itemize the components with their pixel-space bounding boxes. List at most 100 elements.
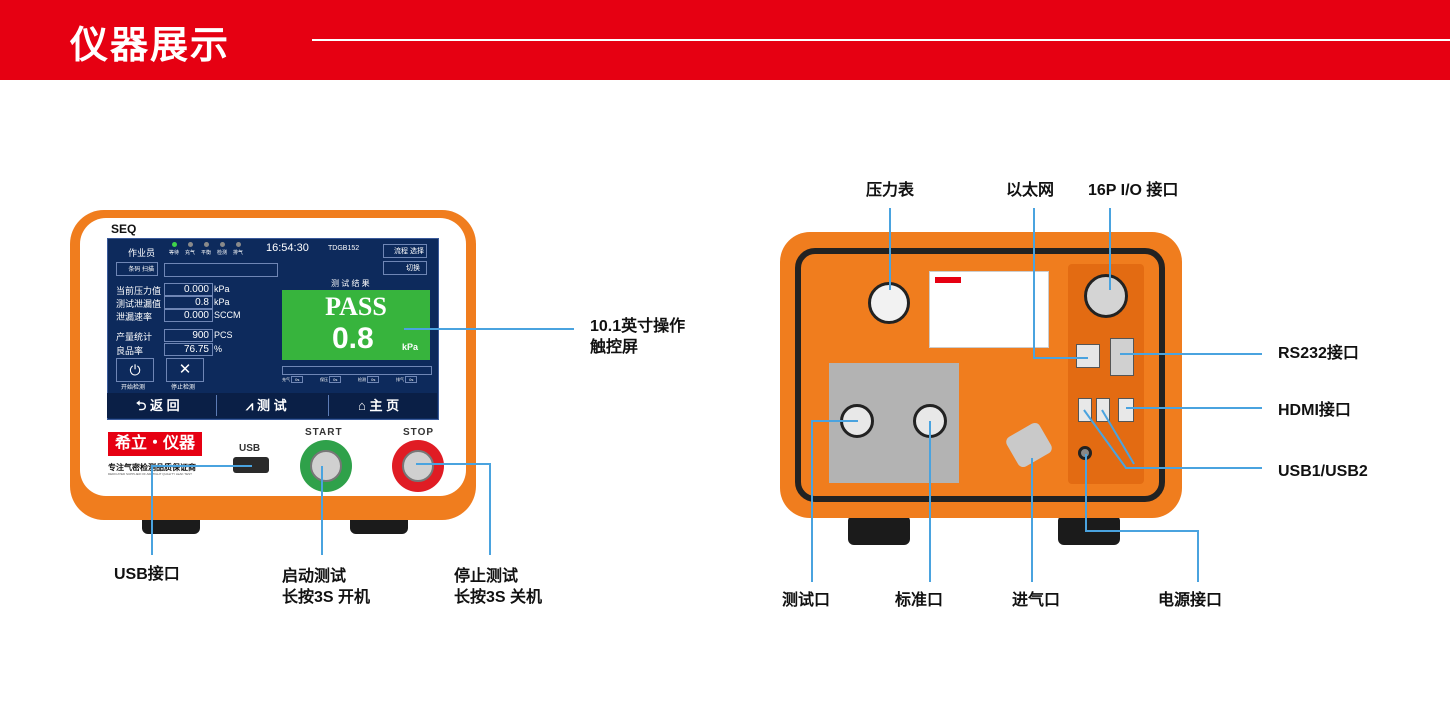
timer-label: 保压 bbox=[320, 377, 330, 382]
status-label: 检测 bbox=[216, 250, 227, 256]
reading-value-leak: 0.8 bbox=[164, 296, 213, 309]
io16-connector[interactable] bbox=[1084, 274, 1128, 318]
operator-label: 作业员 bbox=[128, 248, 156, 258]
label-ethernet: 以太网 bbox=[1006, 182, 1055, 199]
callout-line-usb bbox=[151, 465, 252, 555]
stop-button-cap[interactable] bbox=[402, 450, 434, 482]
result-status: PASS bbox=[325, 292, 387, 321]
ethernet-port[interactable] bbox=[1076, 344, 1100, 368]
callout-line-power bbox=[1085, 454, 1199, 582]
result-panel bbox=[282, 290, 430, 360]
label-hdmi: HDMI接口 bbox=[1278, 402, 1351, 419]
reading-label-rate: 泄漏速率 bbox=[116, 312, 153, 322]
status-indicator: 平衡 bbox=[198, 242, 214, 256]
nav-test-label: 测 试 bbox=[256, 398, 287, 413]
power-icon: ⏻ bbox=[129, 362, 141, 378]
start-test-screen-label: 开始检测 bbox=[121, 385, 146, 391]
header-rule bbox=[312, 39, 1450, 41]
hdmi-port[interactable] bbox=[1118, 398, 1134, 422]
status-dot-icon bbox=[235, 242, 241, 247]
callout-line-usb1 bbox=[1083, 409, 1262, 469]
stat-value-yield: 76.75 bbox=[164, 343, 213, 356]
nav-home[interactable]: ⌂ 主 页 bbox=[358, 393, 399, 418]
brand-slogan-en: DEDICATED SUPPLIER OF AIR-TIGHT QUALITY … bbox=[108, 472, 192, 476]
status-label: 平衡 bbox=[200, 250, 211, 256]
status-dot-icon bbox=[219, 242, 225, 247]
spec-sticker bbox=[929, 271, 1049, 348]
status-dot-icon bbox=[187, 242, 193, 247]
stat-value-output: 900 bbox=[164, 329, 213, 342]
label-gauge: 压力表 bbox=[866, 182, 915, 199]
back-device-frame bbox=[795, 248, 1165, 502]
status-indicator: 充气 bbox=[182, 242, 198, 256]
nav-back[interactable]: ⮌ 返 回 bbox=[136, 393, 180, 418]
label-io16: 16P I/O 接口 bbox=[1088, 182, 1179, 199]
result-value: 0.8 bbox=[332, 322, 374, 355]
timer-label: 检测 bbox=[358, 377, 368, 382]
status-indicator: 等待 bbox=[166, 242, 182, 256]
timer-value: 0s bbox=[291, 376, 304, 383]
status-indicators: 等待充气平衡检测排气 bbox=[166, 242, 246, 260]
barcode-scan-button[interactable]: 条码 扫描 bbox=[116, 262, 158, 276]
start-button-text: START bbox=[305, 427, 343, 438]
label-test-port: 测试口 bbox=[782, 592, 831, 609]
label-power: 电源接口 bbox=[1158, 592, 1223, 609]
reading-unit-leak: kPa bbox=[214, 297, 230, 307]
screen-clock: 16:54:30 bbox=[266, 242, 309, 254]
flow-select-button[interactable]: 流程 选择 bbox=[383, 244, 427, 258]
page-title: 仪器展示 bbox=[70, 25, 231, 67]
label-standard-port: 标准口 bbox=[895, 592, 944, 609]
switch-button[interactable]: 切换 bbox=[383, 261, 427, 275]
flow-select-label: 流程 选择 bbox=[394, 248, 424, 255]
reading-value-pressure: 0.000 bbox=[164, 283, 213, 296]
timer-item: 检测 0s bbox=[358, 376, 394, 383]
callout-line-usb2 bbox=[1101, 409, 1135, 465]
timer-value: 0s bbox=[405, 376, 418, 383]
nav-divider bbox=[216, 395, 217, 416]
status-label: 排气 bbox=[232, 250, 243, 256]
timer-value: 0s bbox=[329, 376, 342, 383]
label-usb: USB接口 bbox=[114, 566, 180, 583]
status-indicator: 检测 bbox=[214, 242, 230, 256]
stop-test-screen-button[interactable]: ✕ bbox=[166, 358, 204, 382]
start-test-screen-button[interactable]: ⏻ bbox=[116, 358, 154, 382]
close-icon: ✕ bbox=[178, 361, 192, 378]
label-usb12: USB1/USB2 bbox=[1278, 463, 1368, 480]
status-label: 等待 bbox=[168, 250, 179, 256]
callout-line-stop bbox=[416, 463, 491, 555]
barcode-scan-label: 条码 扫描 bbox=[128, 267, 154, 273]
result-unit: kPa bbox=[402, 342, 419, 352]
timer-item: 排气 0s bbox=[396, 376, 432, 383]
front-brand: SEQ bbox=[111, 222, 137, 236]
stat-label-yield: 良品率 bbox=[116, 346, 144, 356]
screen-model: TDGB152 bbox=[328, 245, 360, 252]
nav-test[interactable]: ⩘ 测 试 bbox=[246, 393, 287, 418]
timer-value: 0s bbox=[367, 376, 380, 383]
usb-port-label: USB bbox=[239, 443, 261, 454]
status-dot-icon bbox=[171, 242, 177, 247]
label-screen: 10.1英寸操作 触控屏 bbox=[590, 318, 686, 356]
stat-unit-output: PCS bbox=[214, 330, 233, 340]
stop-button-text: STOP bbox=[403, 427, 435, 438]
stat-unit-yield: % bbox=[214, 344, 223, 354]
reading-unit-rate: SCCM bbox=[214, 310, 241, 320]
nav-back-label: 返 回 bbox=[150, 398, 180, 413]
label-air-inlet: 进气口 bbox=[1012, 592, 1061, 609]
start-button-cap[interactable] bbox=[310, 450, 342, 482]
timer-item: 保压 0s bbox=[320, 376, 356, 383]
barcode-input[interactable] bbox=[164, 263, 278, 277]
switch-label: 切换 bbox=[406, 265, 420, 272]
home-icon: ⌂ bbox=[358, 398, 370, 413]
reading-label-leak: 测试泄漏值 bbox=[116, 299, 162, 309]
back-arrow-icon: ⮌ bbox=[136, 398, 151, 413]
callout-line-ethernet bbox=[1033, 208, 1088, 359]
status-label: 充气 bbox=[184, 250, 195, 256]
nav-home-label: 主 页 bbox=[369, 398, 400, 413]
callout-line-test bbox=[811, 420, 858, 582]
timer-label: 充气 bbox=[282, 377, 292, 382]
rs232-port[interactable] bbox=[1110, 338, 1134, 376]
reading-label-pressure: 当前压力值 bbox=[116, 286, 162, 296]
status-indicator: 排气 bbox=[230, 242, 246, 256]
